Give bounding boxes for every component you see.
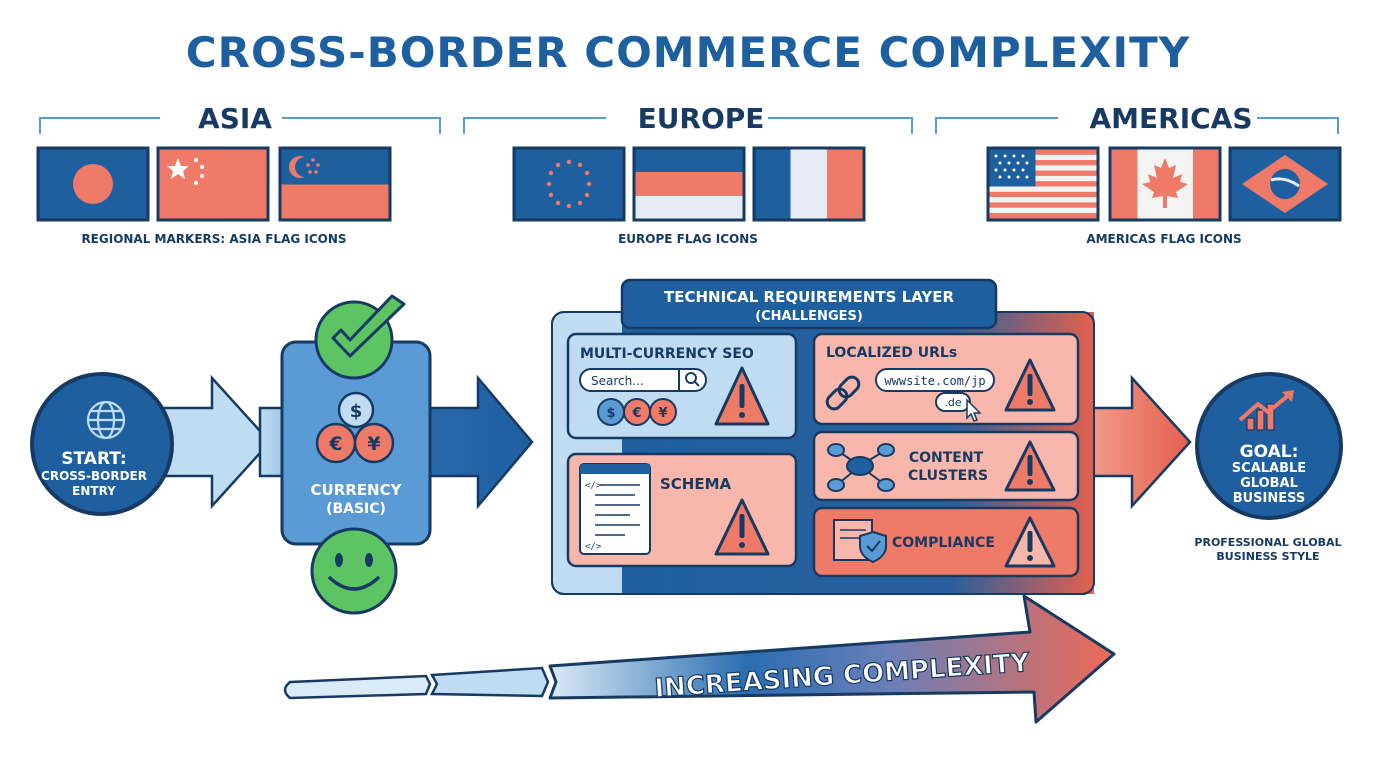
warning-icon xyxy=(1004,516,1056,568)
goal-caption-line2: BUSINESS STYLE xyxy=(1216,550,1319,563)
currency-box: $ € ¥ CURRENCY (BASIC) xyxy=(280,340,432,546)
card-content-clusters: CONTENT CLUSTERS xyxy=(812,430,1080,502)
goal-line1: SCALABLE xyxy=(1232,461,1306,476)
currency-label: CURRENCY xyxy=(311,481,403,499)
page-title: CROSS-BORDER COMMERCE COMPLEXITY xyxy=(185,28,1191,77)
europe-bracket xyxy=(463,117,913,134)
warning-icon xyxy=(1004,358,1056,412)
checkmark-icon xyxy=(314,294,406,380)
flag-china-icon xyxy=(156,146,270,222)
seo-coin-dollar: $ xyxy=(606,406,615,421)
urls-label: LOCALIZED URLs xyxy=(826,345,957,361)
start-line1: CROSS-BORDER xyxy=(41,469,147,483)
card-compliance: COMPLIANCE xyxy=(812,506,1080,578)
asia-bracket xyxy=(39,117,441,134)
compliance-label: COMPLIANCE xyxy=(892,535,995,551)
flag-eu-icon xyxy=(512,146,626,222)
url-text: wwwsite.com/jp xyxy=(884,374,985,388)
goal-line2: GLOBAL xyxy=(1240,476,1298,491)
schema-code-close: </> xyxy=(585,542,602,552)
seo-label: MULTI-CURRENCY SEO xyxy=(580,346,754,362)
region-asia-title: ASIA xyxy=(165,102,305,135)
layer-subtitle: (CHALLENGES) xyxy=(755,309,863,324)
search-icon xyxy=(678,369,700,391)
dollar-coin-icon: $ xyxy=(337,391,375,429)
chain-link-icon xyxy=(825,375,861,411)
smiley-icon xyxy=(310,527,398,615)
currency-euro-symbol: € xyxy=(328,433,342,455)
schema-code-open: </> xyxy=(585,481,602,491)
seo-coins: $ € ¥ xyxy=(597,398,677,426)
asia-caption: REGIONAL MARKERS: ASIA FLAG ICONS xyxy=(81,232,347,246)
url-tld: .de xyxy=(944,396,961,409)
clusters-line2: CLUSTERS xyxy=(908,468,988,484)
currency-sublabel: (BASIC) xyxy=(326,501,386,517)
warning-icon xyxy=(714,366,770,426)
flag-singapore-icon xyxy=(278,146,392,222)
start-node: START: CROSS-BORDER ENTRY xyxy=(30,372,174,516)
goal-node: GOAL: SCALABLE GLOBAL BUSINESS xyxy=(1195,372,1343,520)
start-line2: ENTRY xyxy=(72,484,116,498)
search-input[interactable]: Search... xyxy=(579,368,707,392)
growth-chart-icon xyxy=(1238,390,1294,431)
region-americas-title: AMERICAS xyxy=(1063,102,1279,135)
region-europe-title: EUROPE xyxy=(612,102,790,135)
americas-bracket xyxy=(935,117,1339,134)
flag-austria-icon xyxy=(632,146,746,222)
flag-france-icon xyxy=(752,146,866,222)
globe-icon xyxy=(86,400,126,440)
warning-icon xyxy=(714,498,770,556)
card-localized-urls: LOCALIZED URLs wwwsite.com/jp .de xyxy=(812,332,1080,426)
card-multi-currency-seo: MULTI-CURRENCY SEO Search... $ € ¥ xyxy=(566,332,798,440)
warning-icon xyxy=(1004,440,1056,492)
europe-caption: EUROPE FLAG ICONS xyxy=(618,232,758,246)
network-icon xyxy=(827,443,895,492)
goal-line3: BUSINESS xyxy=(1233,491,1306,506)
flag-canada-icon xyxy=(1108,146,1222,222)
region-brackets xyxy=(39,117,1339,134)
schema-label: SCHEMA xyxy=(660,475,732,493)
flag-japan-icon xyxy=(36,146,150,222)
document-shield-icon xyxy=(833,519,887,564)
seo-coin-yen: ¥ xyxy=(658,406,667,421)
currency-yen-symbol: ¥ xyxy=(367,433,380,455)
euro-coin-icon: € xyxy=(315,422,357,464)
goal-label: GOAL: xyxy=(1240,442,1299,462)
search-placeholder: Search... xyxy=(591,374,644,388)
increasing-complexity-arrow: INCREASING COMPLEXITY xyxy=(283,594,1116,724)
code-window-icon: </> </> xyxy=(579,463,651,555)
layer-title: TECHNICAL REQUIREMENTS LAYER xyxy=(664,288,955,306)
clusters-line1: CONTENT xyxy=(909,450,984,466)
currency-dollar-symbol: $ xyxy=(350,401,363,422)
yen-coin-icon: ¥ xyxy=(353,422,395,464)
flag-usa-icon xyxy=(986,146,1100,222)
seo-coin-euro: € xyxy=(631,406,641,421)
start-label: START: xyxy=(61,449,126,469)
card-schema: </> </> SCHEMA xyxy=(566,452,798,568)
goal-caption-line1: PROFESSIONAL GLOBAL xyxy=(1194,536,1341,549)
flag-brazil-icon xyxy=(1228,146,1342,222)
americas-caption: AMERICAS FLAG ICONS xyxy=(1086,232,1242,246)
cursor-icon xyxy=(966,398,982,422)
